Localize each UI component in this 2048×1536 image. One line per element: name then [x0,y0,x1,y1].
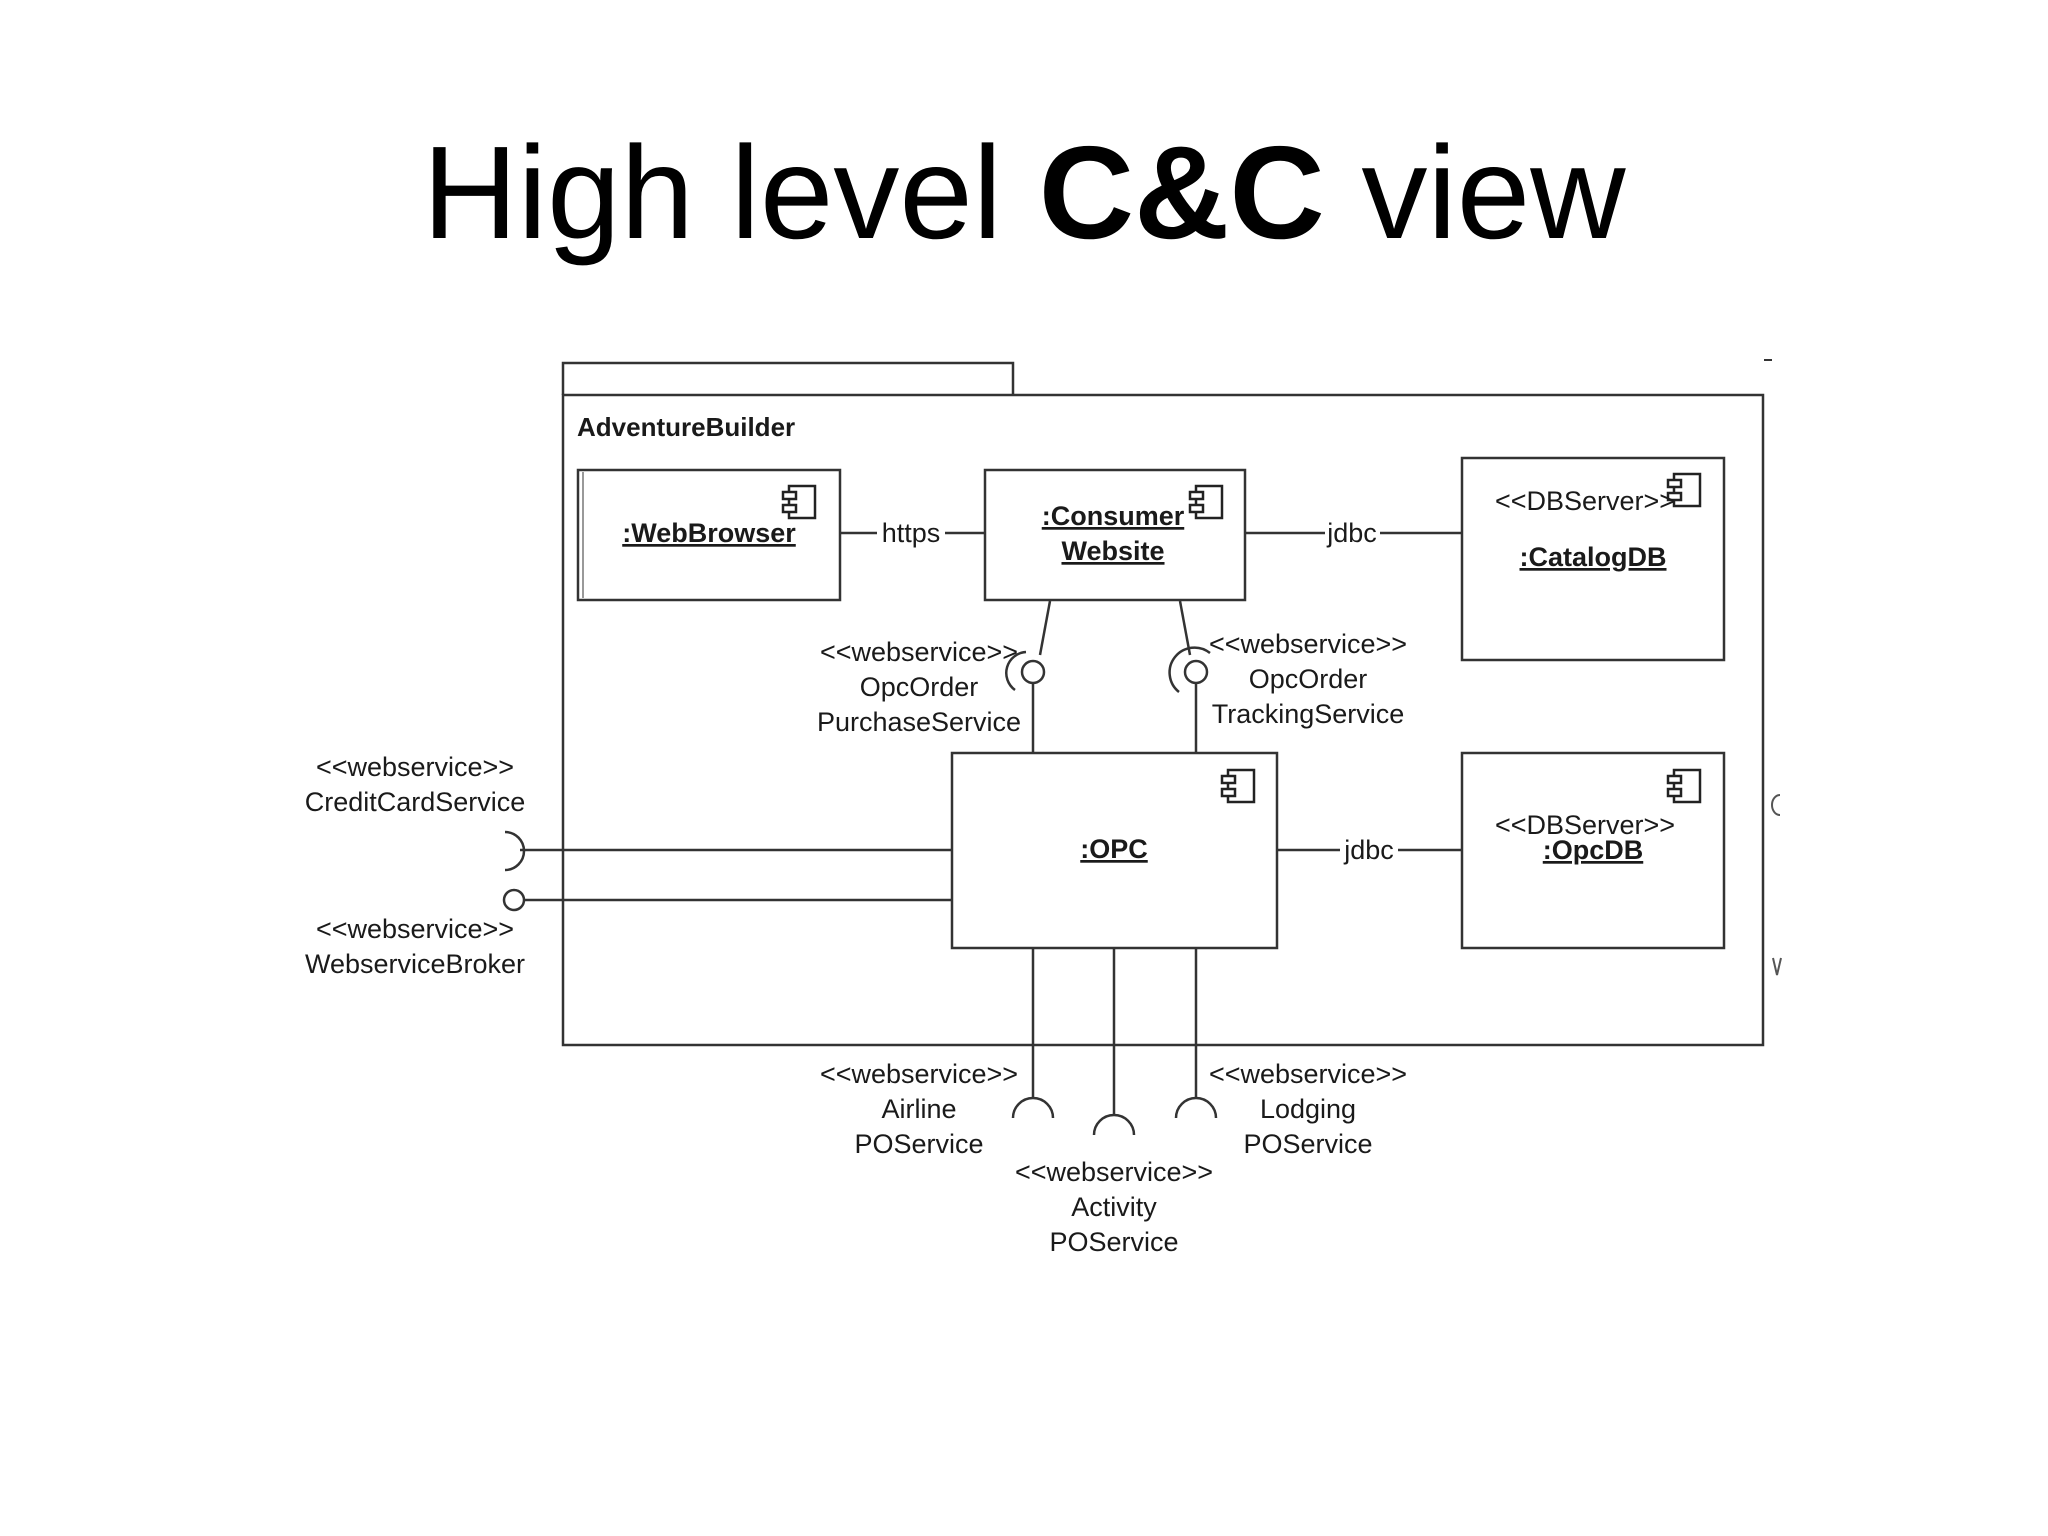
title-prefix: High level [422,119,1039,266]
consumer-website-component-icon [1188,484,1224,520]
consumer-website-label-line2: Website [1061,536,1164,566]
svg-text:<<webservice>>: <<webservice>> [1209,1059,1407,1089]
lodging-socket-icon [1174,1096,1218,1119]
svg-text:<<webservice>>: <<webservice>> [1209,629,1407,659]
webbrowser-label: :WebBrowser [622,518,796,548]
connectors [520,531,1462,1115]
svg-text:Activity: Activity [1071,1192,1157,1222]
purchase-interface-ball-icon [1020,659,1046,685]
purchase-interface-label: <<webservice>> OpcOrder PurchaseService [817,637,1021,737]
title-suffix: view [1324,119,1626,266]
jdbc-opc-connector-label: jdbc [1343,835,1394,865]
purchase-interface-socket-icon [1005,650,1027,692]
opcdb-stereotype: <<DBServer>> [1495,810,1675,840]
opc-label: :OPC [1080,834,1148,864]
svg-text:<<webservice>>: <<webservice>> [1015,1157,1213,1187]
package-name: AdventureBuilder [577,412,795,442]
svg-text:OpcOrder: OpcOrder [860,672,979,702]
airline-interface-label: <<webservice>> Airline POService [820,1059,1018,1159]
webbrowser-component-icon [781,484,817,520]
tracking-interface-ball-icon [1183,659,1209,685]
catalogdb-label: :CatalogDB [1520,542,1667,572]
svg-text:TrackingService: TrackingService [1212,699,1405,729]
svg-text:CreditCardService: CreditCardService [305,787,526,817]
creditcard-socket-icon [504,830,526,872]
opcdb-component-icon [1666,768,1702,804]
opcdb-label: :OpcDB [1543,835,1644,865]
interface-symbols [502,646,1218,1136]
svg-text:PurchaseService: PurchaseService [817,707,1021,737]
svg-text:<<webservice>>: <<webservice>> [820,1059,1018,1089]
airline-socket-icon [1011,1096,1055,1119]
activity-socket-icon [1092,1113,1136,1136]
svg-text:<<webservice>>: <<webservice>> [316,752,514,782]
jdbc-catalog-connector-label: jdbc [1326,518,1377,548]
svg-text:Airline: Airline [881,1094,956,1124]
svg-text:POService: POService [1243,1129,1372,1159]
broker-ball-icon [502,888,526,912]
svg-text:<<webservice>>: <<webservice>> [820,637,1018,667]
activity-interface-label: <<webservice>> Activity POService [1015,1157,1213,1257]
catalogdb-stereotype: <<DBServer>> [1495,486,1675,516]
consumer-website-label-line1: :Consumer [1042,501,1185,531]
component-opcdb: <<DBServer>> :OpcDB [1460,751,1726,950]
opc-component-icon [1220,768,1256,804]
creditcard-interface-label: <<webservice>> CreditCardService [305,752,526,817]
broker-interface-label: <<webservice>> WebserviceBroker [305,914,525,979]
tracking-interface-socket-icon [1168,646,1211,693]
svg-text:POService: POService [854,1129,983,1159]
lodging-interface-label: <<webservice>> Lodging POService [1209,1059,1407,1159]
svg-text:<<webservice>>: <<webservice>> [316,914,514,944]
https-connector-label: https [882,518,941,548]
cropped-fragment-icon [1771,794,1781,816]
slide-title: High level C&C view [0,120,2048,265]
svg-text:OpcOrder: OpcOrder [1249,664,1368,694]
component-catalogdb: <<DBServer>> :CatalogDB [1460,456,1726,662]
cropped-fragment-icon [1772,957,1782,976]
component-webbrowser: :WebBrowser [576,468,842,602]
svg-text:WebserviceBroker: WebserviceBroker [305,949,525,979]
package-adventurebuilder [561,361,1765,1047]
title-bold: C&C [1038,119,1325,266]
tracking-interface-label: <<webservice>> OpcOrder TrackingService [1209,629,1407,729]
svg-text:Lodging: Lodging [1260,1094,1356,1124]
component-opc: :OPC [950,751,1279,950]
svg-text:POService: POService [1049,1227,1178,1257]
component-consumer-website: :Consumer Website [983,468,1247,602]
